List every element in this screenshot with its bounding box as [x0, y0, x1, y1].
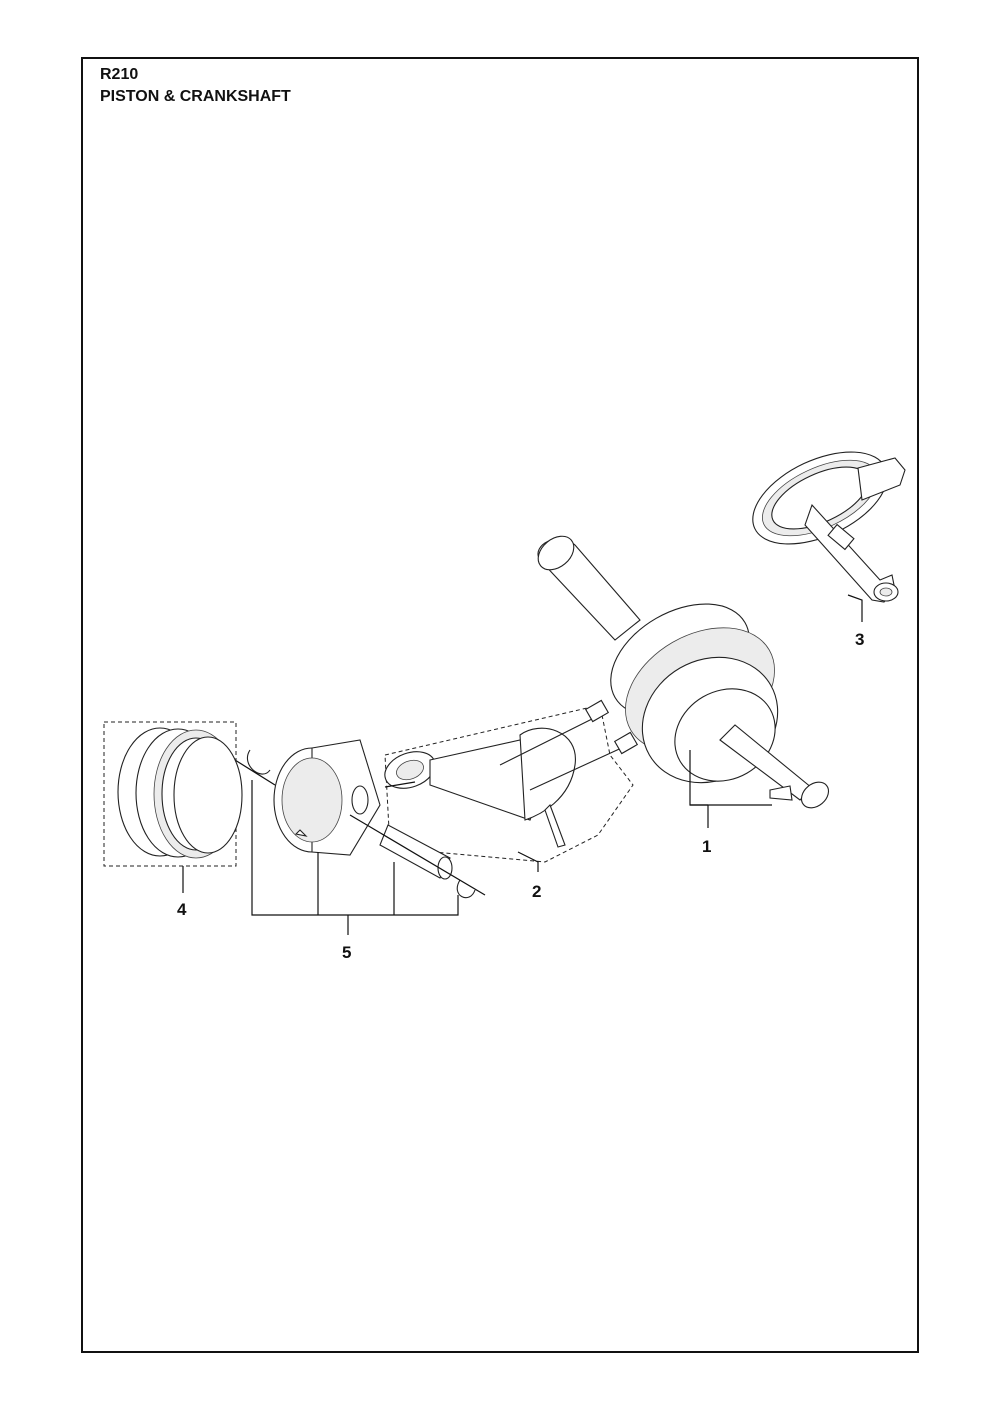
diagram-code: R210: [100, 66, 139, 83]
callout-4: 4: [177, 900, 187, 919]
crankshaft-part: [537, 535, 830, 809]
callout-5: 5: [342, 943, 351, 962]
woodruff-key: [769, 785, 793, 801]
piston-pin: [379, 824, 451, 879]
page-frame: [81, 57, 919, 1353]
piston-assembly-part: [234, 739, 486, 899]
callout-2: 2: [532, 882, 541, 901]
diagram-title: PISTON & CRANKSHAFT: [100, 88, 291, 105]
callout-3: 3: [855, 630, 864, 649]
leader-lines: [182, 594, 863, 935]
piston-rings-part: [103, 721, 243, 867]
connecting-rod-part: [384, 699, 639, 863]
camshaft-part: [752, 451, 906, 603]
callout-1: 1: [702, 837, 711, 856]
